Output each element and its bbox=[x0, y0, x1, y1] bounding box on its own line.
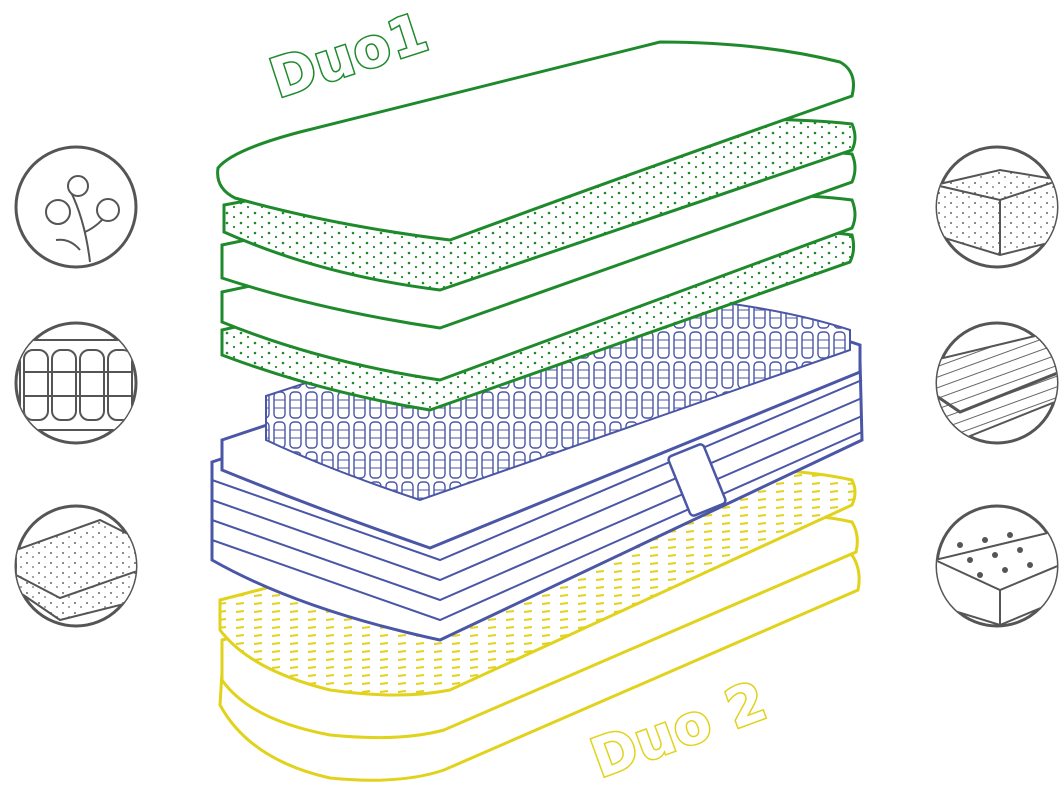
pocket-springs-icon bbox=[16, 323, 136, 443]
perforated-latex-icon bbox=[935, 506, 1060, 626]
duo1-label: Duo1 bbox=[263, 0, 436, 110]
foam-block-icon bbox=[935, 147, 1060, 267]
cotton-flower-icon bbox=[16, 147, 136, 267]
fiber-layer-icon bbox=[16, 506, 140, 626]
layered-felt-icon bbox=[935, 323, 1060, 443]
